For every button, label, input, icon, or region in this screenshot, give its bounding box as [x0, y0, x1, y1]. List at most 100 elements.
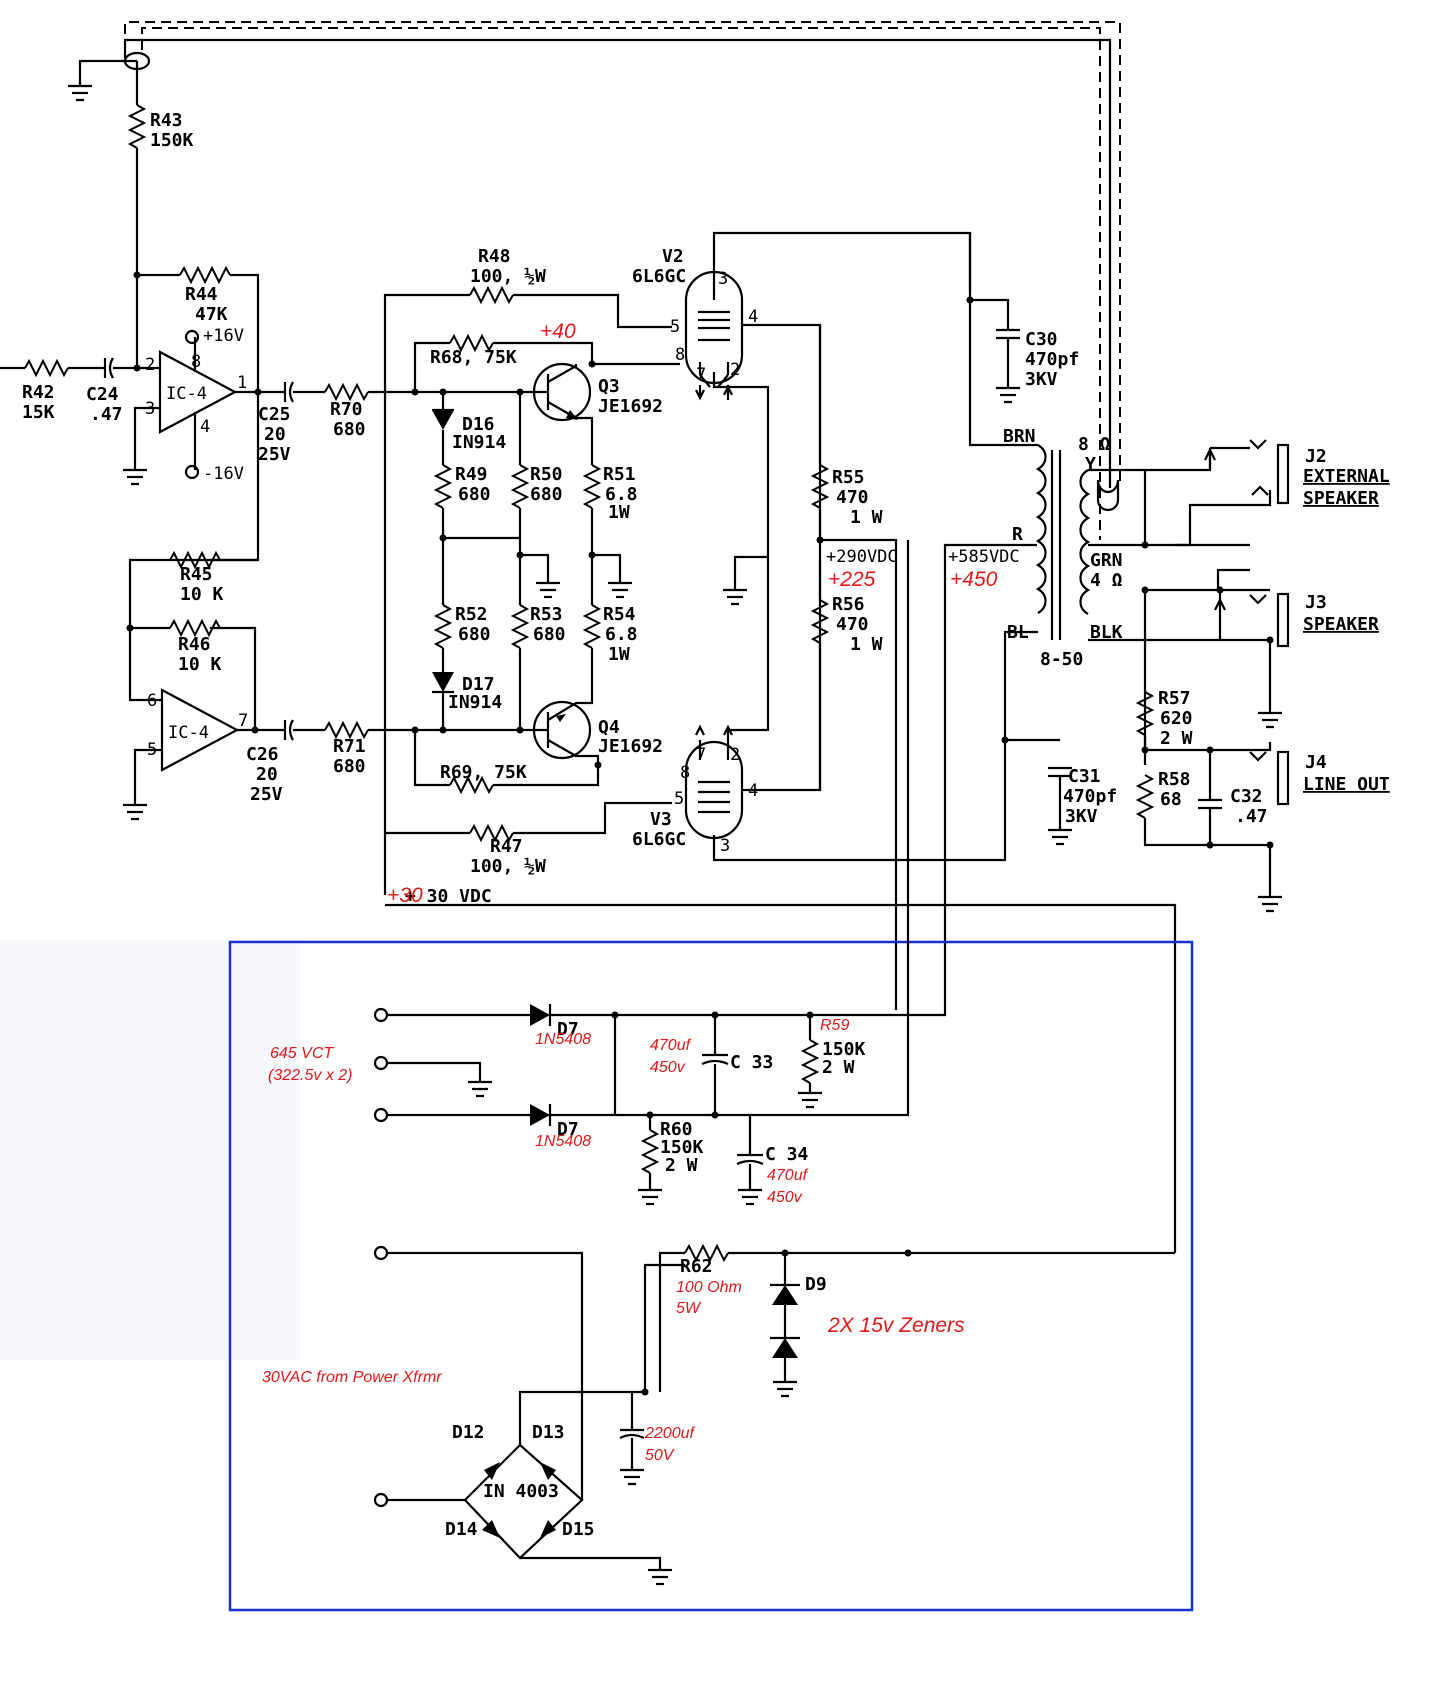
label-v3-pin4: 4 [748, 781, 758, 801]
label-r50: R50 [530, 464, 563, 485]
label-r55-value: 470 [836, 487, 869, 508]
screen-supply [810, 325, 898, 1010]
label-r54: R54 [603, 604, 636, 625]
label-v2-pin3: 3 [718, 269, 728, 289]
label-r46-value: 10 K [178, 654, 222, 675]
annotation-30vac: 30VAC from Power Xfrmr [262, 1369, 442, 1386]
label-r50-value: 680 [530, 484, 563, 505]
label-r68: R68, 75K [430, 347, 517, 368]
label-d16: D16 [462, 414, 495, 435]
label-r71: R71 [333, 736, 366, 757]
label-r52-value: 680 [458, 624, 491, 645]
label-r45-value: 10 K [180, 584, 224, 605]
label-4ohm: 4 Ω [1090, 570, 1123, 591]
label-r44: R44 [185, 284, 218, 305]
label-r60: R60 [660, 1119, 693, 1140]
bias-supply-feed [385, 903, 1177, 1253]
label-c26-v1: 20 [256, 764, 278, 785]
label-r49: R49 [455, 464, 488, 485]
label-j2: J2 [1305, 446, 1327, 467]
label-v3: V3 [650, 809, 672, 830]
label-d7-b: D7 [557, 1119, 579, 1140]
label-c33: C 33 [730, 1052, 773, 1073]
label-d16-value: IN914 [452, 432, 506, 453]
label-pin5: 5 [147, 740, 157, 760]
label-v2: V2 [662, 246, 684, 267]
label-r42-value: 15K [22, 402, 55, 423]
label-r48: R48 [478, 246, 511, 267]
label-pin3: 3 [145, 399, 155, 419]
label-r54-value: 6.8 [605, 624, 638, 645]
label-r70-value: 680 [333, 419, 366, 440]
label-r56-watts: 1 W [850, 634, 883, 655]
label-r-lead: R [1012, 524, 1023, 545]
label-j4-lineout: LINE OUT [1303, 774, 1390, 795]
annotation-c33-voltage: 450v [650, 1059, 686, 1076]
label-q4-type: JE1692 [598, 736, 663, 757]
label-r58-value: 68 [1160, 789, 1182, 810]
feedback-shield [68, 21, 1121, 540]
output-jacks [1135, 439, 1290, 913]
label-r46: R46 [178, 634, 211, 655]
label-pin6: 6 [147, 691, 157, 711]
label-c30-kv: 3KV [1025, 369, 1058, 390]
label-pin2: 2 [145, 355, 155, 375]
label-r53-value: 680 [533, 624, 566, 645]
annotation-r62-watts: 5W [676, 1300, 702, 1317]
label-r60-value: 150K [660, 1137, 704, 1158]
label-r45: R45 [180, 564, 213, 585]
label-d9: D9 [805, 1274, 827, 1295]
label-v2-pin2: 2 [730, 360, 740, 380]
label-j3: J3 [1305, 592, 1327, 613]
v2-output-tube [684, 231, 972, 557]
label-v3-pin7: 7 [696, 745, 706, 765]
label-j4: J4 [1305, 752, 1327, 773]
label-q3-type: JE1692 [598, 396, 663, 417]
label-c34: C 34 [765, 1144, 809, 1165]
label-r70: R70 [330, 399, 363, 420]
component-labels: R43 150K R44 47K +16V -16V R42 15K C24 .… [22, 110, 1390, 1540]
annotation-c34-voltage: 450v [767, 1189, 803, 1206]
label-c31: C31 [1068, 766, 1101, 787]
label-blk: BLK [1090, 622, 1123, 643]
label-ic4a: IC-4 [166, 384, 207, 404]
label-v3-pin2: 2 [730, 745, 740, 765]
label-v2-pin7: 7 [696, 365, 706, 385]
label-c30-value: 470pf [1025, 349, 1079, 370]
label-r59-value: 150K [822, 1039, 866, 1060]
annotation-r59: R59 [820, 1017, 849, 1034]
phase-inverter-stage [123, 392, 415, 821]
label-585vdc: +585VDC [948, 547, 1020, 567]
label-r47: R47 [490, 836, 523, 857]
label-v2-pin4: 4 [748, 307, 758, 327]
q3-transistor [532, 362, 594, 422]
label-r60-watts: 2 W [665, 1155, 698, 1176]
label-j2-external: EXTERNAL [1303, 466, 1390, 487]
label-brn: BRN [1003, 426, 1036, 447]
label-r69: R69, 75K [440, 762, 527, 783]
annotation-322v: (322.5v x 2) [268, 1067, 352, 1084]
label-r56-value: 470 [836, 614, 869, 635]
label-v2-type: 6L6GC [632, 266, 686, 287]
annotation-plus30: +30 [387, 884, 423, 907]
label-d15: D15 [562, 1519, 595, 1540]
label-r56: R56 [832, 594, 865, 615]
label-d17-value: IN914 [448, 692, 502, 713]
low-voltage-supply [373, 1243, 1175, 1586]
label-v3-pin3: 3 [720, 836, 730, 856]
label-minus16v: -16V [203, 464, 244, 484]
q4-transistor [532, 700, 600, 765]
annotation-c34-value: 470uf [767, 1167, 809, 1184]
label-r48-value: 100, ½W [470, 266, 546, 287]
label-c31-value: 470pf [1063, 786, 1117, 807]
annotation-plus225: +225 [828, 568, 876, 591]
annotation-plus40: +40 [540, 320, 576, 343]
label-290vdc: +290VDC [826, 547, 898, 567]
label-pin7: 7 [238, 711, 248, 731]
high-voltage-supply [373, 540, 947, 1206]
output-transformer [943, 233, 1270, 1010]
label-c31-kv: 3KV [1065, 806, 1098, 827]
annotation-2200uf: 2200uf [644, 1425, 695, 1442]
label-r57: R57 [1158, 688, 1191, 709]
label-r47-value: 100, ½W [470, 856, 546, 877]
